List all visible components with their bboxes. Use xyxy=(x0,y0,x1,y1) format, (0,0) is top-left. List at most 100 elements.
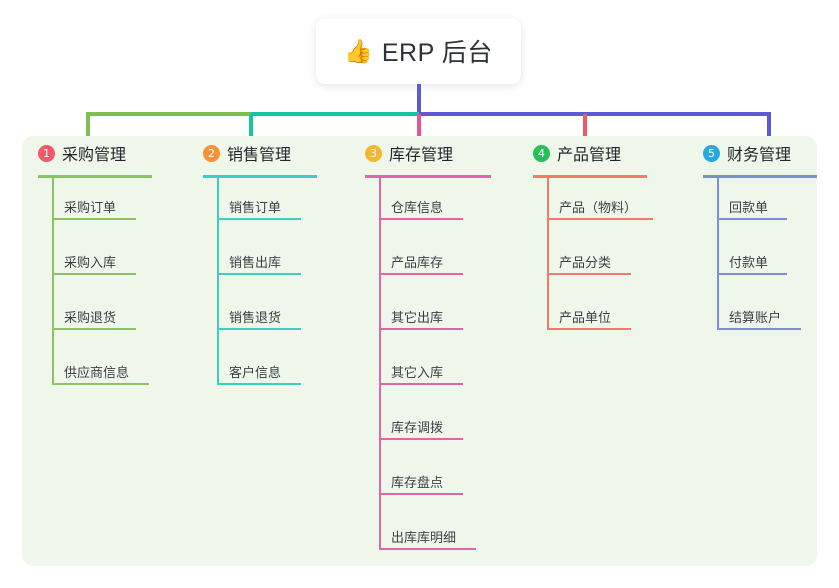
leaf-item-underline xyxy=(52,383,149,385)
category-label-2: 销售管理 xyxy=(227,147,292,164)
leaf-item-label: 其它入库 xyxy=(391,365,444,380)
category-underline-5 xyxy=(703,175,817,178)
leaf-item[interactable]: 出库库明细 xyxy=(379,528,476,550)
leaf-item-label: 采购订单 xyxy=(64,200,117,215)
leaf-item-underline xyxy=(379,493,463,495)
leaf-item[interactable]: 销售出库 xyxy=(217,253,301,275)
root-stem-connector xyxy=(417,84,421,114)
category-spine-5 xyxy=(717,178,719,328)
leaf-item[interactable]: 产品（物料） xyxy=(547,198,653,220)
thumbs-up-icon: 👍 xyxy=(344,37,373,64)
category-column-2: 2 销售管理销售订单销售出库销售退货客户信息 xyxy=(187,136,317,385)
connector-bar-segment-1 xyxy=(86,112,251,116)
root-node-erp-backend[interactable]: 👍 ERP 后台 xyxy=(316,18,521,84)
category-spine-4 xyxy=(547,178,549,328)
leaf-item[interactable]: 采购入库 xyxy=(52,253,136,275)
leaf-item-label: 销售订单 xyxy=(229,200,282,215)
leaf-item[interactable]: 付款单 xyxy=(717,253,787,275)
leaf-item-label: 销售退货 xyxy=(229,310,282,325)
leaf-item-underline xyxy=(379,548,476,550)
category-badge-5: 5 xyxy=(703,144,720,162)
leaf-item-underline xyxy=(217,328,301,330)
category-spine-2 xyxy=(217,178,219,383)
leaf-item-underline xyxy=(717,273,787,275)
leaf-item-underline xyxy=(547,328,631,330)
leaf-item[interactable]: 结算账户 xyxy=(717,308,801,330)
leaf-item-underline xyxy=(379,218,463,220)
leaf-item[interactable]: 采购订单 xyxy=(52,198,136,220)
leaf-item[interactable]: 仓库信息 xyxy=(379,198,463,220)
category-badge-1: 1 xyxy=(38,144,55,162)
leaf-item-label: 仓库信息 xyxy=(391,200,444,215)
leaf-item-label: 产品分类 xyxy=(559,255,612,270)
leaf-item[interactable]: 销售订单 xyxy=(217,198,301,220)
connector-drop-5 xyxy=(767,114,771,142)
leaf-item-label: 供应商信息 xyxy=(64,365,130,380)
leaf-item-underline xyxy=(717,328,801,330)
leaf-item[interactable]: 回款单 xyxy=(717,198,787,220)
category-header-1[interactable]: 1 采购管理 xyxy=(22,136,126,170)
leaf-item[interactable]: 产品单位 xyxy=(547,308,631,330)
leaf-item[interactable]: 供应商信息 xyxy=(52,363,149,385)
category-underline-2 xyxy=(203,175,317,178)
leaf-item-underline xyxy=(217,383,301,385)
leaf-item[interactable]: 库存调拨 xyxy=(379,418,463,440)
category-label-4: 产品管理 xyxy=(557,147,622,164)
leaf-item[interactable]: 产品分类 xyxy=(547,253,631,275)
leaf-item-label: 付款单 xyxy=(729,255,769,270)
leaf-item-label: 产品单位 xyxy=(559,310,612,325)
leaf-item-underline xyxy=(379,273,463,275)
leaf-item-label: 采购入库 xyxy=(64,255,117,270)
leaf-item-underline xyxy=(717,218,787,220)
category-spine-3 xyxy=(379,178,381,548)
leaf-item[interactable]: 其它入库 xyxy=(379,363,463,385)
connector-drop-4 xyxy=(583,114,587,142)
leaf-item-label: 出库库明细 xyxy=(391,530,457,545)
leaf-item-label: 库存盘点 xyxy=(391,475,444,490)
leaf-item-underline xyxy=(379,328,463,330)
leaf-item-label: 客户信息 xyxy=(229,365,282,380)
categories-panel: 1 采购管理采购订单采购入库采购退货供应商信息 2 销售管理销售订单销售出库销售退货客… xyxy=(22,136,817,566)
leaf-item-label: 产品（物料） xyxy=(559,200,638,215)
leaf-item-label: 回款单 xyxy=(729,200,769,215)
category-underline-1 xyxy=(38,175,152,178)
leaf-item[interactable]: 客户信息 xyxy=(217,363,301,385)
leaf-item-underline xyxy=(52,273,136,275)
leaf-item[interactable]: 库存盘点 xyxy=(379,473,463,495)
category-badge-2: 2 xyxy=(203,144,220,162)
connector-bar-segment-3 xyxy=(419,112,771,116)
connector-drop-3 xyxy=(417,114,421,142)
category-underline-4 xyxy=(533,175,647,178)
leaf-item[interactable]: 产品库存 xyxy=(379,253,463,275)
root-node-title: ERP 后台 xyxy=(381,39,493,67)
leaf-item-underline xyxy=(52,218,136,220)
connector-drop-1 xyxy=(86,114,90,142)
leaf-item-label: 产品库存 xyxy=(391,255,444,270)
leaf-item[interactable]: 其它出库 xyxy=(379,308,463,330)
connector-bar-segment-2 xyxy=(251,112,419,116)
category-column-1: 1 采购管理采购订单采购入库采购退货供应商信息 xyxy=(22,136,152,385)
leaf-item-label: 采购退货 xyxy=(64,310,117,325)
connector-drop-2 xyxy=(249,114,253,142)
leaf-item-label: 其它出库 xyxy=(391,310,444,325)
category-underline-3 xyxy=(365,175,491,178)
leaf-item-label: 结算账户 xyxy=(729,310,782,325)
category-header-2[interactable]: 2 销售管理 xyxy=(187,136,291,170)
leaf-item-label: 销售出库 xyxy=(229,255,282,270)
leaf-item-underline xyxy=(217,273,301,275)
leaf-item-underline xyxy=(217,218,301,220)
leaf-item-underline xyxy=(547,218,653,220)
leaf-item-underline xyxy=(379,383,463,385)
leaf-item[interactable]: 销售退货 xyxy=(217,308,301,330)
leaf-item-underline xyxy=(379,438,463,440)
category-label-1: 采购管理 xyxy=(62,147,127,164)
category-badge-3: 3 xyxy=(365,144,382,162)
leaf-item[interactable]: 采购退货 xyxy=(52,308,136,330)
